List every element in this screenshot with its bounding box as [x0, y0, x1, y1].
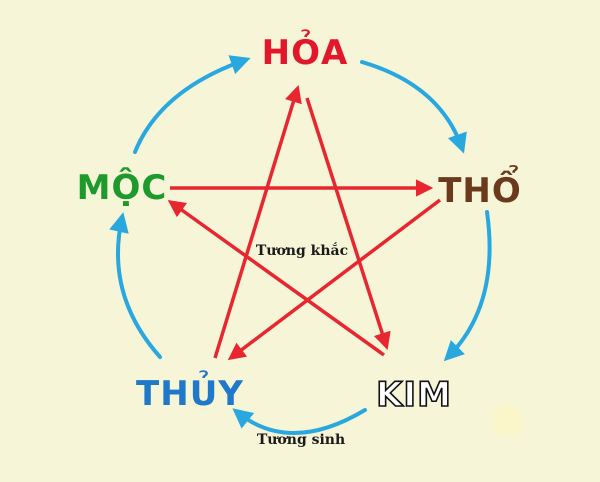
caption-destructive-cycle: Tương khắc — [256, 241, 348, 259]
arrow-kim-to-thuy — [232, 408, 367, 435]
caption-generative-cycle: Tương sinh — [257, 432, 345, 448]
element-label-moc: MỘC — [77, 167, 168, 208]
destructive-cycle-arrows — [167, 84, 442, 361]
arrow-thuy-to-hoa — [213, 84, 302, 359]
element-label-kim: KIM — [376, 375, 452, 415]
arrow-tho-to-kim — [443, 210, 492, 362]
arrow-kim-to-moc — [167, 199, 386, 357]
arrow-hoa-to-tho — [360, 60, 467, 154]
arrow-moc-to-hoa — [133, 55, 251, 154]
decorative-glow — [491, 405, 523, 437]
element-label-thuy: THỦY — [136, 370, 244, 414]
generative-cycle-arrows — [109, 55, 492, 435]
arrow-hoa-to-kim — [305, 97, 391, 351]
element-label-tho: THỔ — [438, 164, 522, 211]
arrow-thuy-to-moc — [109, 212, 162, 359]
element-label-hoa: HỎA — [262, 29, 349, 73]
arrow-tho-to-thuy — [227, 198, 442, 361]
